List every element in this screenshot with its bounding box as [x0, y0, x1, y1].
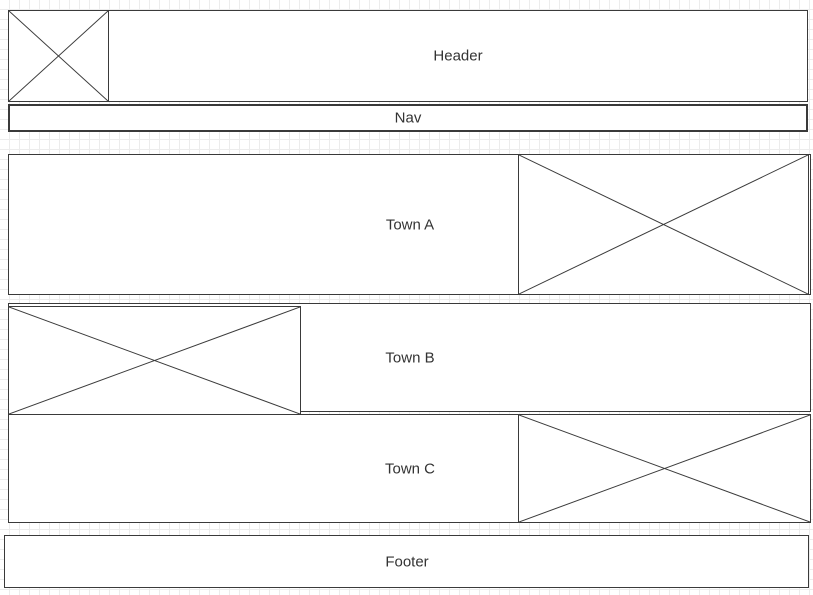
town-c-image-placeholder-icon — [518, 414, 811, 523]
nav-label: Nav — [394, 109, 422, 127]
town-b-image-placeholder-icon — [8, 306, 301, 415]
town-a-label: Town A — [385, 216, 435, 234]
town-b-label: Town B — [385, 349, 435, 367]
nav-bar[interactable] — [8, 104, 808, 132]
footer-section — [4, 535, 809, 588]
town-a-image-placeholder-icon — [518, 154, 809, 295]
header-label: Header — [433, 47, 483, 65]
footer-label: Footer — [385, 553, 429, 571]
header-section — [8, 10, 808, 102]
town-c-label: Town C — [384, 460, 436, 478]
header-logo-placeholder-icon — [8, 10, 109, 102]
